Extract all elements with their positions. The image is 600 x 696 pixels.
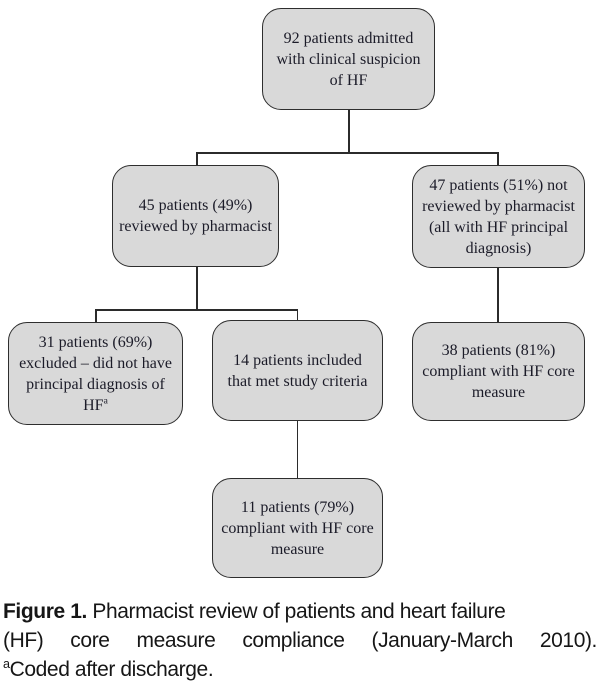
node-reviewed-text: 45 patients (49%) reviewed by pharmacist [119,197,272,235]
connector-level2-crossbar [196,152,498,154]
node-excluded-text: 31 patients (69%) excluded – did not hav… [19,333,172,414]
node-not-reviewed-compliant-text: 38 patients (81%) compliant with HF core… [422,342,575,401]
node-excluded: 31 patients (69%) excluded – did not hav… [8,322,183,425]
caption-footnote: aCoded after discharge. [3,657,214,681]
connector-to-not-reviewed [497,152,499,166]
node-included-compliant-text: 11 patients (79%) compliant with HF core… [221,498,374,558]
node-reviewed: 45 patients (49%) reviewed by pharmacist [112,165,279,267]
connector-included-to-compliant [296,420,299,478]
node-not-reviewed-compliant: 38 patients (81%) compliant with HF core… [412,322,585,421]
caption-line-2: (HF) core measure compliance (January-Ma… [3,629,597,652]
connector-reviewed-stem [196,267,198,310]
caption-line-1: Figure 1. Pharmacist review of patients … [3,600,506,623]
connector-to-included [296,309,299,321]
flowchart-canvas: 92 patients admitted with clinical suspi… [8,8,585,578]
figure-caption: Figure 1. Pharmacist review of patients … [3,597,597,684]
connector-to-reviewed [196,152,198,166]
node-admitted: 92 patients admitted with clinical suspi… [262,8,435,110]
connector-level3-crossbar [95,309,298,311]
caption-figure-label: Figure 1. [3,600,87,623]
node-included: 14 patients included that met study crit… [212,320,383,421]
node-not-reviewed-text: 47 patients (51%) not reviewed by pharma… [422,176,575,257]
footnote-marker: a [103,395,108,407]
node-included-compliant: 11 patients (79%) compliant with HF core… [212,478,383,578]
connector-to-excluded [95,309,97,323]
node-admitted-text: 92 patients admitted with clinical suspi… [276,29,421,89]
connector-admitted-stem [348,110,350,153]
node-included-text: 14 patients included that met study crit… [227,351,368,390]
connector-not-reviewed-to-compliant [497,268,499,323]
node-not-reviewed: 47 patients (51%) not reviewed by pharma… [412,165,585,268]
footnote-marker: a [3,657,10,671]
